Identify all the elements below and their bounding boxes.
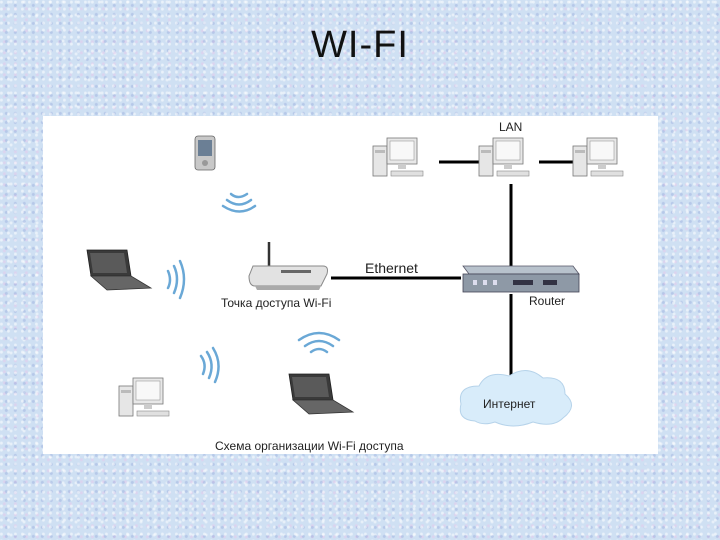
access-point-icon [248, 242, 328, 290]
lan-label: LAN [499, 120, 523, 134]
router-icon [462, 265, 580, 293]
laptop-icon [86, 249, 152, 291]
internet-label: Интернет [483, 397, 536, 411]
lan-computer-icon [572, 137, 624, 177]
cloud-icon [459, 370, 572, 427]
router-label: Router [529, 294, 566, 308]
lan-computer-icon [478, 137, 530, 177]
lan-computer-icon [372, 137, 424, 177]
ethernet-label: Ethernet [365, 260, 418, 276]
wifi-signal-icon [297, 331, 341, 354]
diagram-canvas [86, 135, 624, 427]
wifi-signal-icon [199, 346, 220, 384]
network-diagram: LAN Ethernet Точка доступа Wi-Fi Router … [43, 116, 658, 454]
pda-icon [194, 135, 216, 171]
desktop-computer-icon [118, 377, 170, 417]
laptop-icon [288, 373, 354, 415]
diagram-caption: Схема организации Wi-Fi доступа [215, 439, 404, 453]
access-point-label: Точка доступа Wi-Fi [221, 296, 332, 310]
wifi-signal-icon [221, 192, 257, 213]
wifi-signal-icon [166, 259, 186, 300]
slide-title: WI-FI [311, 24, 409, 66]
